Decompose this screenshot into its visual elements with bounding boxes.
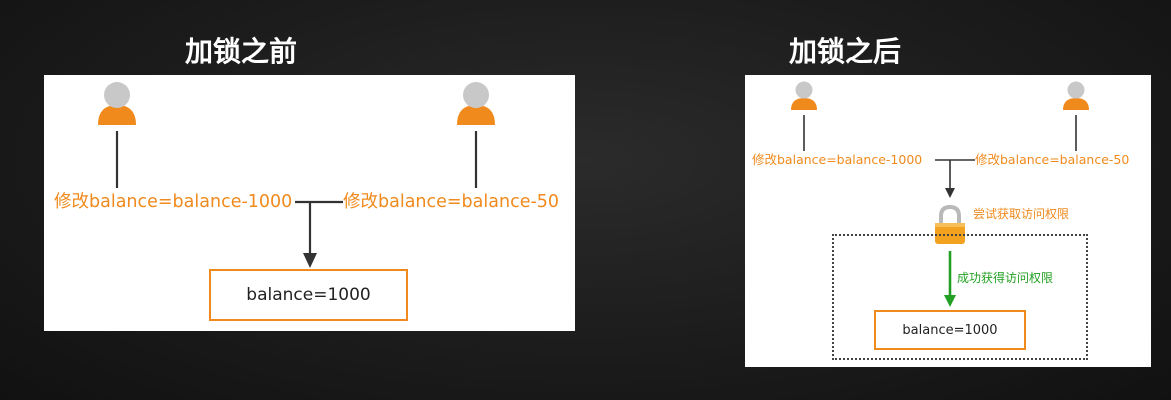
balance-box: balance=1000 (874, 310, 1026, 350)
user-icon (98, 82, 136, 125)
diagram-before-lines (98, 82, 495, 268)
lock-icon (935, 204, 965, 244)
operation-label-50: 修改balance=balance-50 (975, 152, 1130, 167)
critical-section-border (832, 234, 1088, 360)
success-arrow-head (944, 295, 956, 307)
user-icon (457, 82, 495, 125)
acquired-label: 成功获得访问权限 (957, 271, 1054, 285)
user-icon (1063, 81, 1089, 110)
panel-title-after: 加锁之后 (789, 35, 902, 68)
arrow-head (303, 253, 317, 268)
diagram-after-lock: 修改balance=balance-1000 修改balance=balance… (745, 75, 1151, 367)
operation-label-50: 修改balance=balance-50 (343, 192, 560, 212)
operation-label-1000: 修改balance=balance-1000 (752, 152, 923, 167)
diagram-before-lock: 修改balance=balance-1000 修改balance=balance… (44, 75, 575, 331)
try-acquire-label: 尝试获取访问权限 (973, 207, 1070, 221)
diagram-after-lines (791, 81, 1089, 307)
user-icon (791, 81, 817, 110)
balance-box: balance=1000 (209, 269, 408, 321)
panel-title-before: 加锁之前 (185, 35, 298, 68)
operation-label-1000: 修改balance=balance-1000 (54, 192, 293, 212)
arrow-head (945, 188, 955, 198)
